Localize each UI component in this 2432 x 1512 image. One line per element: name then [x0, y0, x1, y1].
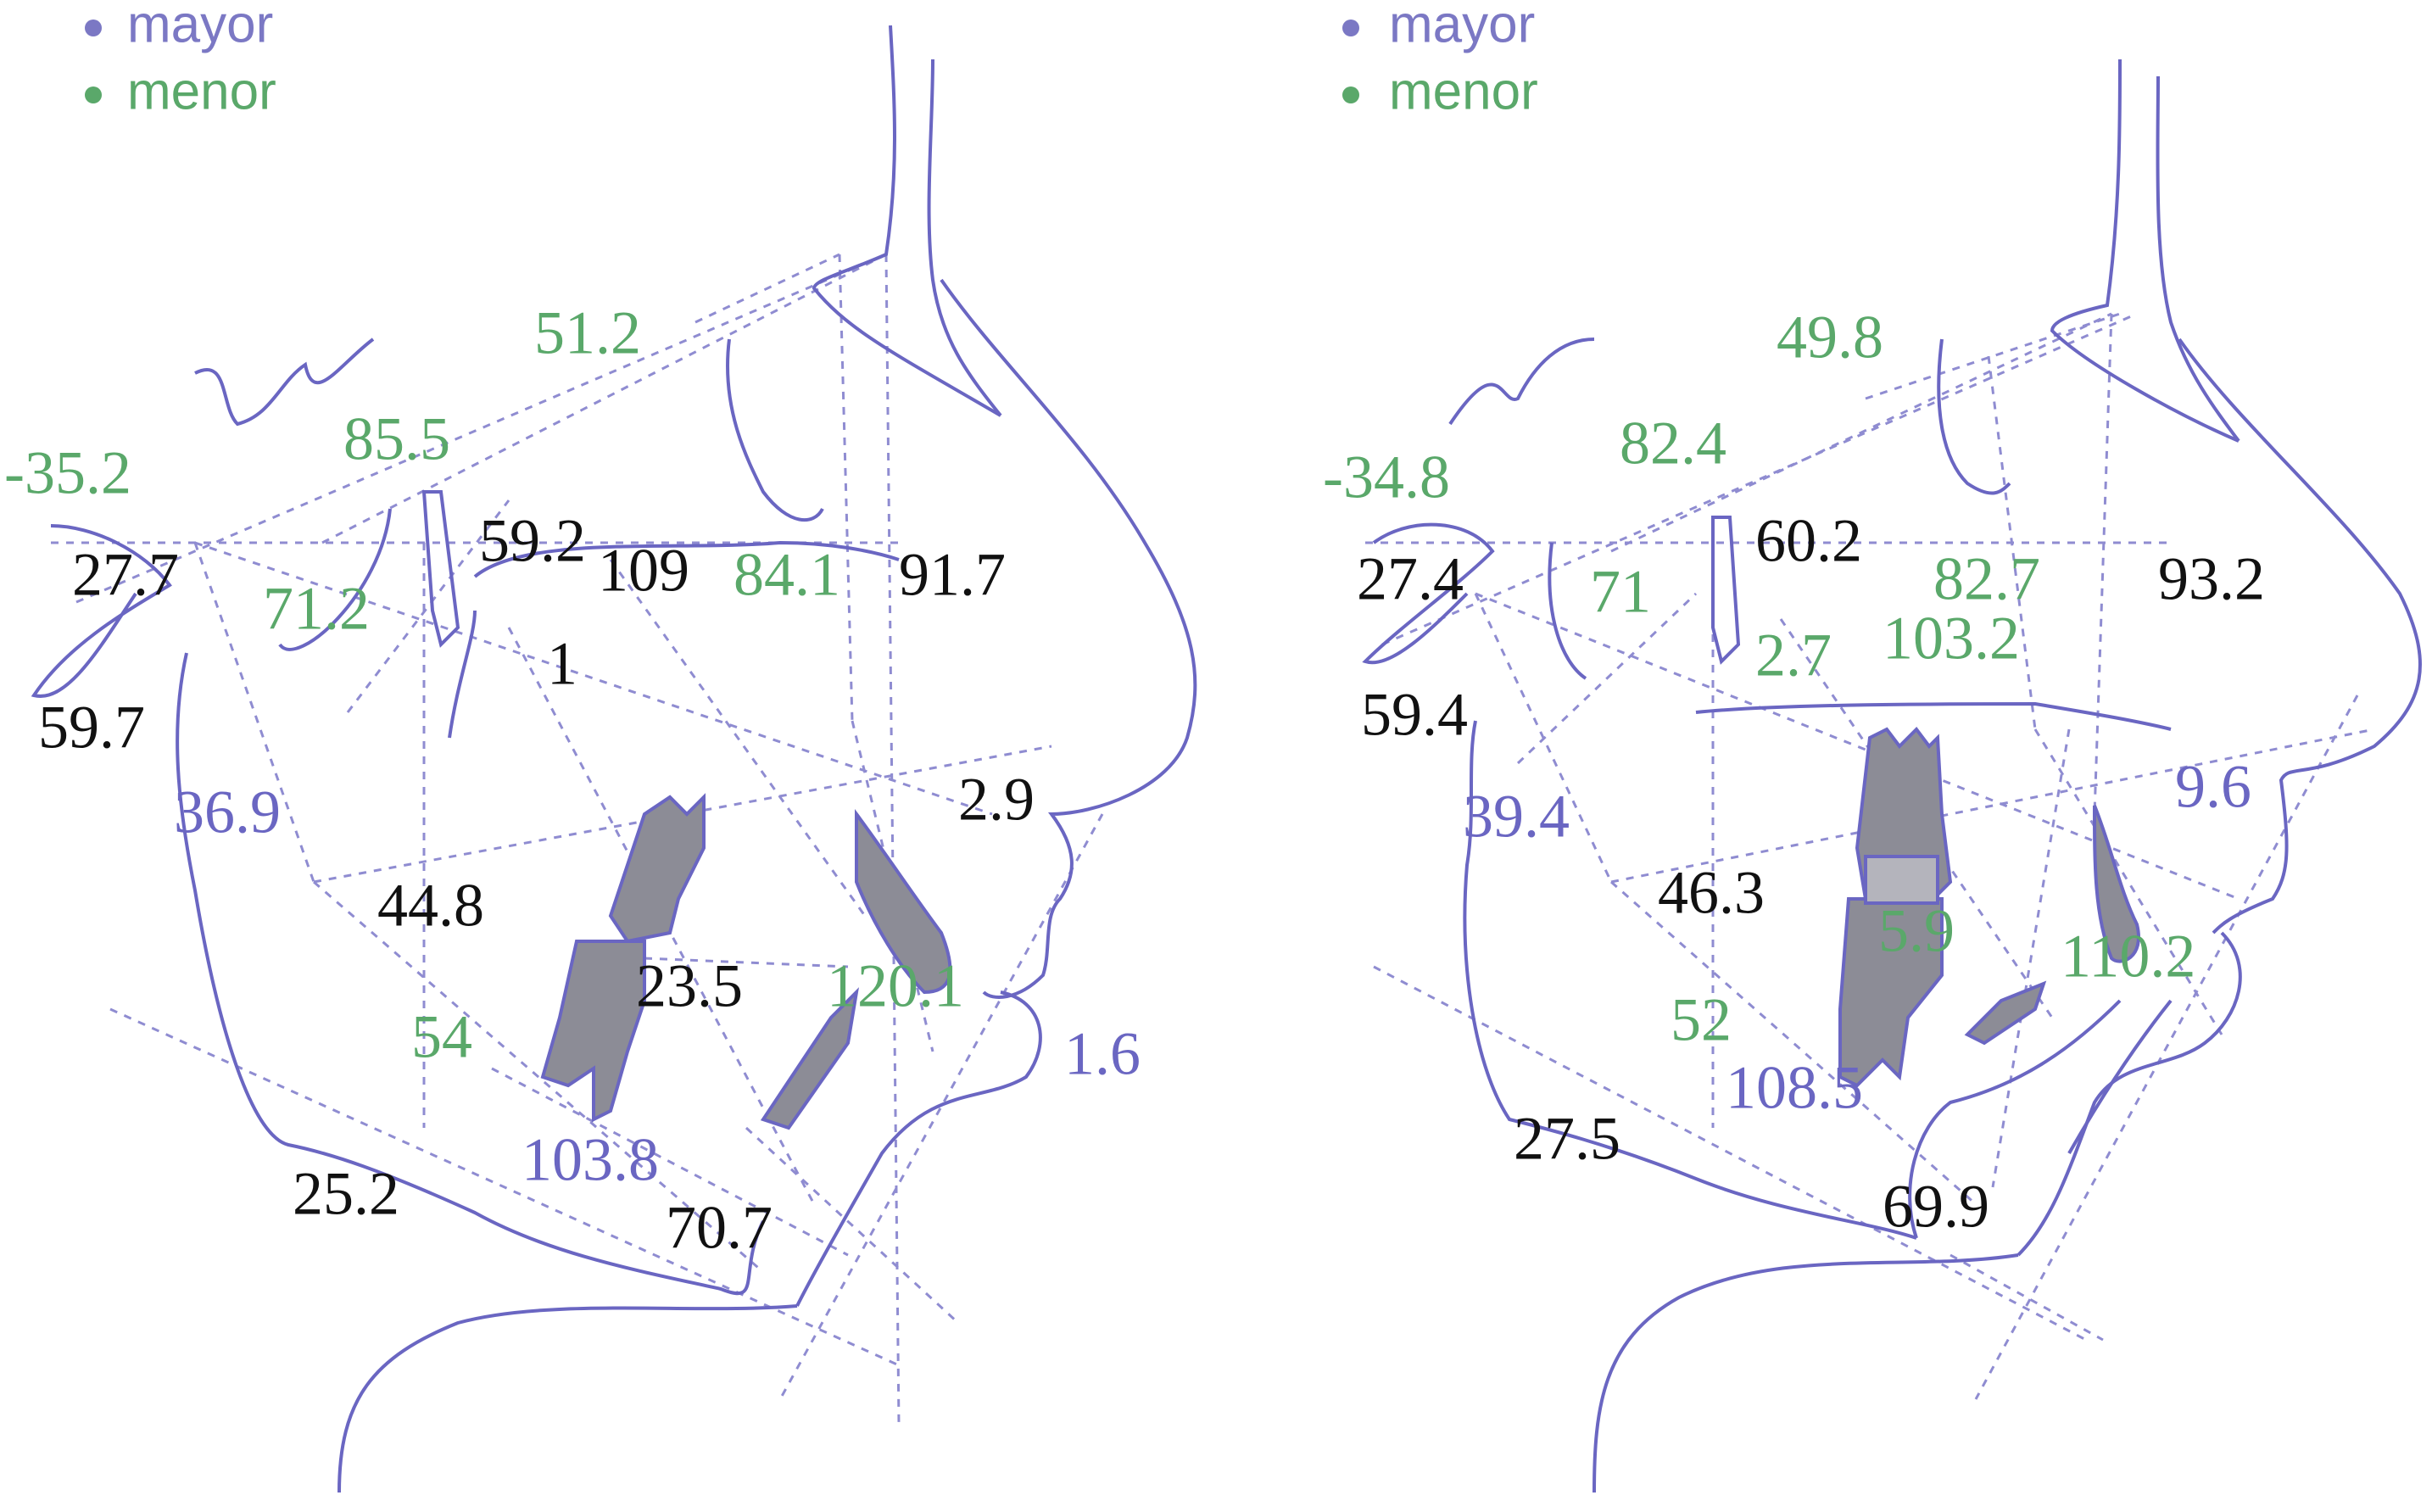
measurement-neg-35-2: -35.2 [4, 439, 131, 507]
panel-left: mayor menor [4, 0, 1197, 1493]
measurement-46-3: 46.3 [1658, 859, 1765, 927]
upper-incisor [855, 808, 952, 995]
measurement-23-5: 23.5 [636, 952, 743, 1020]
measurement-59-2: 59.2 [479, 507, 586, 575]
legend-label-menor: menor [1389, 62, 1538, 120]
measurement-39-4: 39.4 [1463, 783, 1570, 851]
measurement-44-8: 44.8 [377, 872, 484, 940]
measurement-1: 1 [547, 630, 577, 698]
teeth [421, 490, 952, 1130]
measurements: 51.2 85.5 -35.2 27.7 71.2 59.2 109 84.1 … [4, 299, 1141, 1262]
legend: mayor menor [1342, 0, 1538, 120]
measurement-69-9: 69.9 [1883, 1173, 1989, 1241]
lower-molar [1838, 897, 1944, 1088]
legend-marker-menor [1342, 86, 1359, 103]
measurement-49-8: 49.8 [1777, 304, 1883, 371]
measurement-neg-34-8: -34.8 [1323, 444, 1450, 511]
upper-molar [608, 793, 706, 944]
measurement-82-4: 82.4 [1620, 410, 1726, 477]
measurement-1-6: 1.6 [1064, 1020, 1141, 1088]
legend-marker-mayor [1342, 20, 1359, 36]
measurement-60-2: 60.2 [1755, 507, 1862, 575]
measurement-103-8: 103.8 [522, 1126, 659, 1194]
measurement-25-2: 25.2 [293, 1160, 399, 1228]
panel-right: mayor menor [1323, 0, 2422, 1493]
legend-marker-mayor [85, 20, 102, 36]
measurements: 49.8 82.4 -34.8 27.4 71 60.2 82.7 93.2 2… [1323, 304, 2265, 1241]
profile-outline [1362, 59, 2422, 1493]
lower-incisor [760, 987, 859, 1130]
measurement-9-6: 9.6 [2175, 753, 2251, 821]
measurement-70-7: 70.7 [666, 1194, 773, 1262]
teeth [1711, 516, 2140, 1088]
upper-incisor [2093, 805, 2140, 963]
measurement-54: 54 [411, 1003, 472, 1071]
measurement-52: 52 [1671, 986, 1732, 1054]
legend-label-mayor: mayor [1389, 0, 1535, 53]
measurement-109: 109 [598, 537, 689, 605]
measurement-71: 71 [1590, 558, 1651, 626]
legend-label-mayor: mayor [127, 0, 273, 53]
measurement-59-4: 59.4 [1361, 681, 1468, 749]
reference-lines [1365, 312, 2375, 1400]
measurement-93-2: 93.2 [2158, 545, 2265, 613]
legend-label-menor: menor [127, 62, 276, 120]
lower-incisor [1964, 980, 2047, 1046]
measurement-108-5: 108.5 [1726, 1054, 1863, 1122]
measurement-2-9: 2.9 [958, 766, 1035, 834]
measurement-5-9: 5.9 [1878, 897, 1955, 965]
measurement-71-2: 71.2 [263, 575, 370, 643]
measurement-120-1: 120.1 [827, 952, 964, 1020]
measurement-91-7: 91.7 [899, 541, 1006, 609]
measurement-27-5: 27.5 [1514, 1105, 1620, 1173]
measurement-110-2: 110.2 [2061, 923, 2195, 990]
measurement-51-2: 51.2 [534, 299, 641, 367]
measurement-82-7: 82.7 [1933, 545, 2040, 613]
molar-crown-highlight [1864, 855, 1939, 905]
measurement-85-5: 85.5 [343, 405, 450, 473]
legend-marker-menor [85, 86, 102, 103]
ramus-post [1711, 516, 1741, 665]
profile-outline [31, 25, 1197, 1493]
measurement-27-7: 27.7 [72, 541, 179, 609]
measurement-36-9: 36.9 [174, 778, 281, 846]
measurement-103-2: 103.2 [1883, 605, 2020, 672]
ramus-post [421, 490, 460, 648]
lower-molar [540, 940, 646, 1123]
legend: mayor menor [85, 0, 276, 120]
measurement-27-4: 27.4 [1357, 545, 1464, 613]
measurement-2-7: 2.7 [1755, 622, 1832, 689]
measurement-84-1: 84.1 [734, 541, 840, 609]
measurement-59-7: 59.7 [38, 694, 145, 762]
